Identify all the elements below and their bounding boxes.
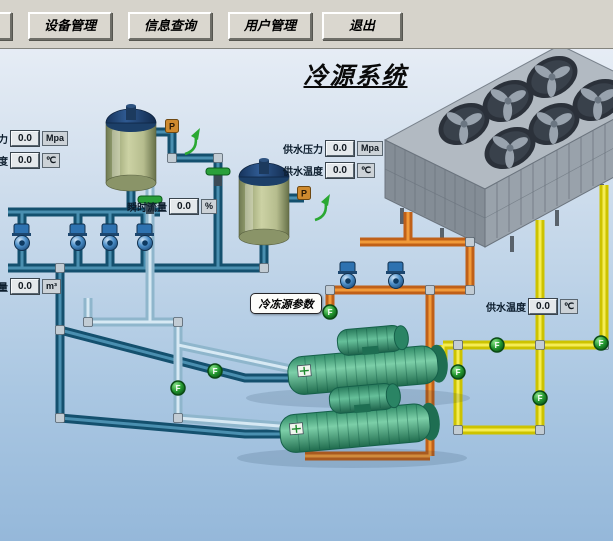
- toolbar-button-info-query[interactable]: 信息查询: [128, 12, 212, 40]
- svg-text:F: F: [213, 367, 218, 376]
- svg-text:F: F: [538, 394, 543, 403]
- pressure-sensor: P: [165, 119, 179, 133]
- flow-indicator: F: [207, 363, 223, 379]
- flow-indicator: F: [450, 364, 466, 380]
- page-title: 冷源系统: [303, 64, 408, 90]
- readout-value: 0.0: [325, 162, 355, 179]
- pressure-sensor: P: [297, 186, 311, 200]
- svg-text:F: F: [456, 368, 461, 377]
- toolbar-button-user-management[interactable]: 用户管理: [228, 12, 312, 40]
- flow-indicator: F: [489, 337, 505, 353]
- flow-indicator: F: [322, 304, 338, 320]
- svg-text:F: F: [599, 339, 604, 348]
- flow-indicator: F: [593, 335, 609, 351]
- valve: [137, 195, 163, 214]
- readout-label: 瞬时流量: [0, 283, 8, 294]
- svg-text:P: P: [169, 122, 175, 132]
- readout-supply-pressure-left: 供水压力 0.0 Mpa: [0, 130, 68, 147]
- cooling-pump: [385, 261, 406, 289]
- cooling-tower: [383, 44, 613, 252]
- cooling-pump: [337, 261, 358, 289]
- readout-value: 0.0: [10, 278, 40, 295]
- readout-instant-flow-left: 瞬时流量 0.0 m³: [0, 278, 61, 295]
- readout-value: 0.0: [10, 130, 40, 147]
- water-pump: [67, 223, 88, 251]
- readout-supply-temp: 供水温度 0.0 ℃: [283, 162, 376, 179]
- flow-arrow-icon: [314, 194, 330, 222]
- readout-unit: m³: [42, 279, 61, 294]
- storage-tank-1: [105, 103, 157, 192]
- toolbar: 设备管理 信息查询 用户管理 退出: [0, 0, 613, 49]
- readout-label: 供水温度: [283, 167, 323, 178]
- readout-unit: %: [201, 199, 218, 214]
- readout-value: 0.0: [169, 198, 199, 215]
- valve: [205, 167, 231, 186]
- readout-unit: ℃: [560, 299, 579, 314]
- readout-supply-pressure: 供水压力 0.0 Mpa: [283, 140, 383, 157]
- chiller-params-button[interactable]: 冷冻源参数: [250, 293, 322, 314]
- toolbar-button-device-management[interactable]: 设备管理: [28, 12, 112, 40]
- readout-label: 供水温度: [486, 303, 526, 314]
- readout-supply-temp-left: 供水温度 0.0 ℃: [0, 152, 61, 169]
- svg-text:F: F: [328, 308, 333, 317]
- water-pump: [11, 223, 32, 251]
- flow-indicator: F: [170, 380, 186, 396]
- readout-instant-flow: 瞬时流量 0.0 %: [127, 198, 218, 215]
- svg-text:P: P: [301, 189, 307, 199]
- svg-text:F: F: [176, 384, 181, 393]
- readout-unit: ℃: [42, 153, 61, 168]
- cooling-water-pipes-orange: [305, 212, 475, 461]
- readout-unit: Mpa: [357, 141, 383, 156]
- water-pump: [99, 223, 120, 251]
- readout-label: 供水温度: [0, 157, 8, 168]
- readout-value: 0.0: [10, 152, 40, 169]
- readout-unit: ℃: [357, 163, 376, 178]
- readout-unit: Mpa: [42, 131, 68, 146]
- toolbar-button-partial[interactable]: [0, 12, 12, 40]
- readout-label: 供水压力: [283, 145, 323, 156]
- readout-label: 瞬时流量: [127, 203, 167, 214]
- svg-text:F: F: [495, 341, 500, 350]
- toolbar-button-exit[interactable]: 退出: [322, 12, 402, 40]
- readout-label: 供水压力: [0, 135, 8, 146]
- flow-arrow-icon: [184, 128, 200, 156]
- readout-supply-temp-right: 供水温度 0.0 ℃: [486, 298, 579, 315]
- chiller-unit-1: [283, 320, 451, 397]
- pipe-couplings: [55, 153, 609, 435]
- return-water-pipes-lightblue: [83, 186, 306, 432]
- readout-value: 0.0: [528, 298, 558, 315]
- storage-tank-2: [238, 157, 290, 246]
- flow-indicator: F: [532, 390, 548, 406]
- readout-value: 0.0: [325, 140, 355, 157]
